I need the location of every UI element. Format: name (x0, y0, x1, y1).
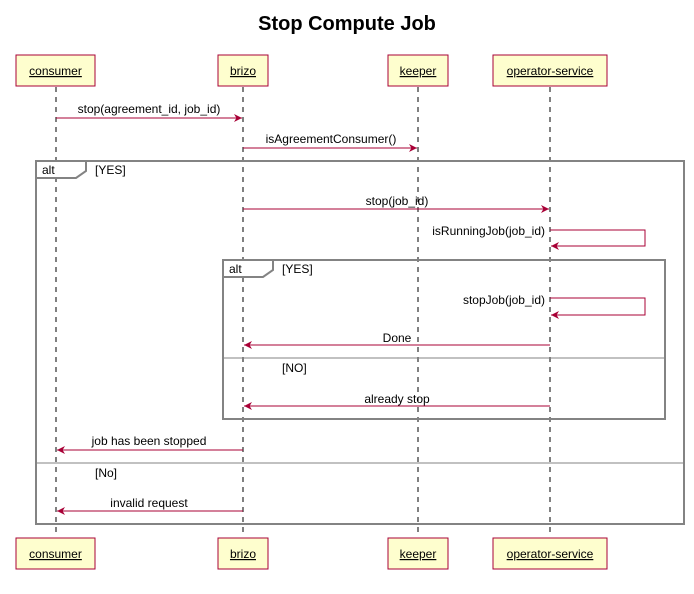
participant-label: brizo (230, 64, 256, 78)
participant-brizo-bottom: brizo (217, 537, 269, 570)
message-label: Done (383, 331, 412, 345)
participant-keeper-top: keeper (387, 54, 449, 87)
message-label: already stop (364, 392, 430, 406)
message-label: isAgreementConsumer() (266, 132, 397, 146)
message-stop-job-self: stopJob(job_id) (463, 293, 646, 319)
message-is-running-job: isRunningJob(job_id) (432, 224, 646, 250)
participant-operator-service-bottom: operator-service (492, 537, 608, 570)
alt-keyword: alt (229, 262, 242, 276)
guard-yes: [YES] (95, 163, 126, 177)
diagram-title: Stop Compute Job (258, 13, 436, 35)
message-label: stop(agreement_id, job_id) (78, 102, 221, 116)
guard-yes: [YES] (282, 262, 313, 276)
participant-consumer-top: consumer (15, 54, 96, 87)
participant-consumer-bottom: consumer (15, 537, 96, 570)
message-label: stopJob(job_id) (463, 293, 545, 307)
participant-brizo-top: brizo (217, 54, 269, 87)
message-done: Done (244, 331, 550, 349)
participant-label: consumer (29, 547, 82, 561)
alt-keyword: alt (42, 163, 55, 177)
message-label: invalid request (110, 496, 188, 510)
participant-label: consumer (29, 64, 82, 78)
message-invalid-request: invalid request (57, 496, 243, 515)
message-stop-agreement: stop(agreement_id, job_id) (56, 102, 242, 122)
participant-label: operator-service (507, 547, 594, 561)
message-label: job has been stopped (91, 434, 207, 448)
alt-frame-outer: alt [YES] [No] (35, 160, 685, 525)
participant-label: operator-service (507, 64, 594, 78)
participant-label: keeper (400, 547, 437, 561)
message-label: stop(job_id) (366, 194, 429, 208)
guard-no: [NO] (282, 361, 307, 375)
participant-label: brizo (230, 547, 256, 561)
participant-operator-service-top: operator-service (492, 54, 608, 87)
message-job-stopped: job has been stopped (57, 434, 243, 454)
message-stop-job: stop(job_id) (243, 194, 549, 213)
guard-no: [No] (95, 466, 117, 480)
participant-label: keeper (400, 64, 437, 78)
message-label: isRunningJob(job_id) (432, 224, 545, 238)
message-already-stop: already stop (244, 392, 550, 410)
message-is-agreement-consumer: isAgreementConsumer() (243, 132, 417, 152)
participant-keeper-bottom: keeper (387, 537, 449, 570)
alt-frame-inner: alt [YES] [NO] (222, 259, 666, 420)
